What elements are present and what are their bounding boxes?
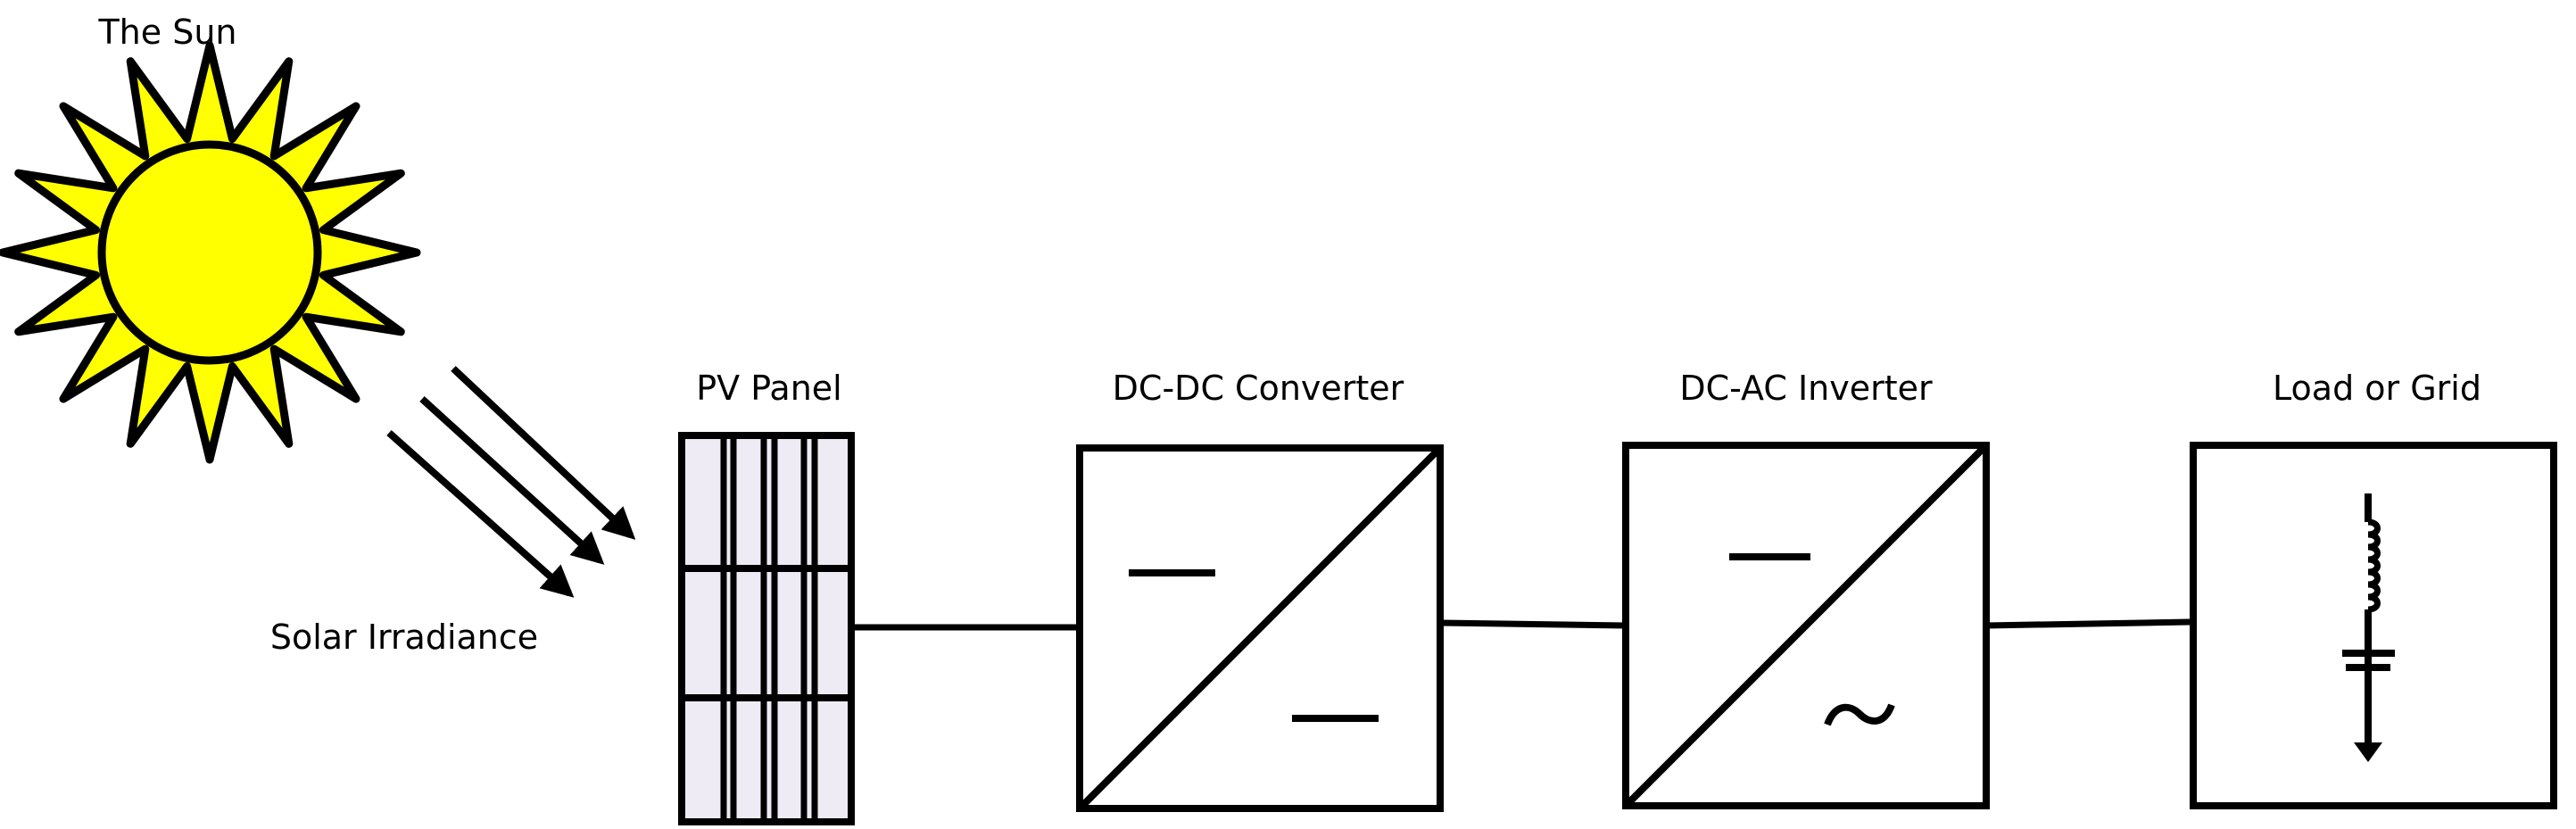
irradiance-arrow-icon	[386, 366, 636, 598]
load-symbol-icon	[2190, 442, 2557, 809]
wire-inverter-to-load	[1985, 618, 2191, 629]
load-label: Load or Grid	[2273, 369, 2481, 408]
irradiance-arrow-1	[451, 366, 636, 540]
dcdc-label: DC-DC Converter	[1113, 369, 1404, 408]
dc-dc-converter-icon	[1076, 444, 1444, 812]
pv-panel-label: PV Panel	[696, 369, 842, 408]
irradiance-arrow-2	[419, 396, 605, 565]
irradiance-arrow-3	[386, 430, 575, 598]
wire-converter-to-inverter	[1439, 619, 1627, 629]
load-arrow	[2354, 742, 2382, 762]
dcac-diagonal	[1623, 443, 1989, 808]
load-coil	[2367, 518, 2381, 613]
solar-panel-icon	[678, 432, 855, 825]
dcac-label: DC-AC Inverter	[1679, 369, 1933, 408]
sun-label: The Sun	[97, 12, 236, 52]
dcdc-diagonal	[1077, 445, 1443, 811]
sun-icon	[0, 41, 421, 464]
sun-disc	[97, 140, 322, 365]
ac-output-symbol	[1824, 703, 1895, 726]
dc-ac-inverter-icon	[1622, 442, 1990, 809]
irradiance-label: Solar Irradiance	[270, 618, 538, 657]
